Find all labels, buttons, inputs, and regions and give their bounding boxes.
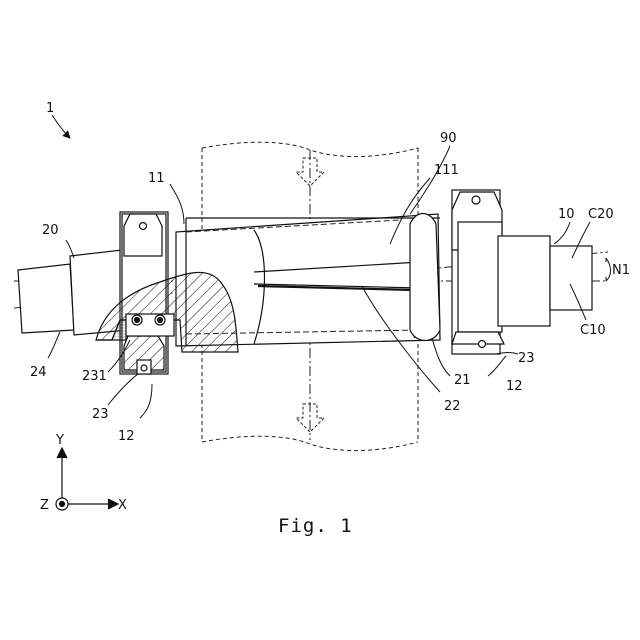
label-axis-c20: C20 [588,207,614,222]
label-support-right: 12 [506,379,523,394]
angle-marker [606,258,611,281]
label-core: 22 [444,399,461,414]
right-shaft [498,236,592,326]
label-shaft-left: 20 [42,223,59,238]
label-end-left: 24 [30,365,47,380]
label-seal: 231 [82,369,107,384]
label-shaft-inner: 21 [454,373,471,388]
label-roll-body: 11 [148,171,165,186]
label-film: 90 [440,131,457,146]
figure-caption: Fig. 1 [278,515,353,537]
left-shaft-end [18,264,74,333]
label-assembly: 1 [46,101,54,116]
label-support-left: 12 [118,429,135,444]
axis-label-y: Y [55,433,64,448]
axis-label-z: Z [40,498,49,513]
coordinate-axes [56,448,118,510]
right-support-frame [452,190,504,354]
label-roll: 111 [434,163,459,178]
label-angle: N1 [612,263,630,278]
label-bearing-left: 23 [92,407,109,422]
axis-label-x: X [118,498,127,513]
label-bearing-right: 23 [518,351,535,366]
label-axis-c10: C10 [580,323,606,338]
right-ring [410,214,440,341]
label-shaft-right: 10 [558,207,575,222]
